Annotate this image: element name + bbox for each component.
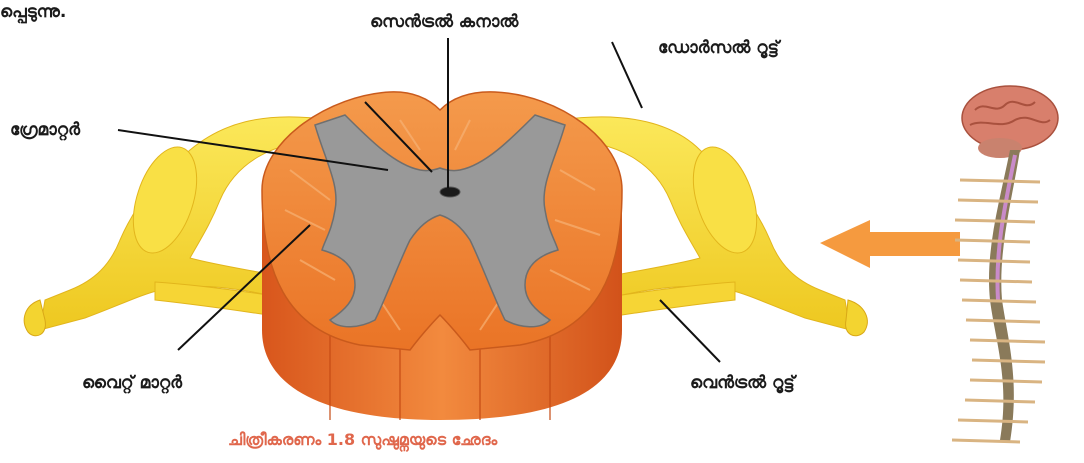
white-matter-label: വൈറ്റ് മാറ്റർ xyxy=(82,373,182,393)
figure-caption: ചിത്രീകരണം 1.8 സുഷുമ്നയുടെ ഛേദം xyxy=(228,430,497,450)
grey-matter-label: ഗ്രേമാറ്റർ xyxy=(10,120,80,140)
left-arrow-icon xyxy=(820,220,960,268)
brain-spine-illustration xyxy=(952,86,1058,442)
central-canal xyxy=(440,187,460,197)
central-canal-label: സെൻട്രൽ കനാൽ xyxy=(370,12,518,32)
dorsal-root-label: ഡോർസൽ റൂട്ട് xyxy=(658,38,779,58)
spinal-column-icon xyxy=(989,150,1020,442)
ventral-root-label: വെൻട്രൽ റൂട്ട് xyxy=(690,373,795,393)
spinal-cord-section xyxy=(262,92,622,420)
